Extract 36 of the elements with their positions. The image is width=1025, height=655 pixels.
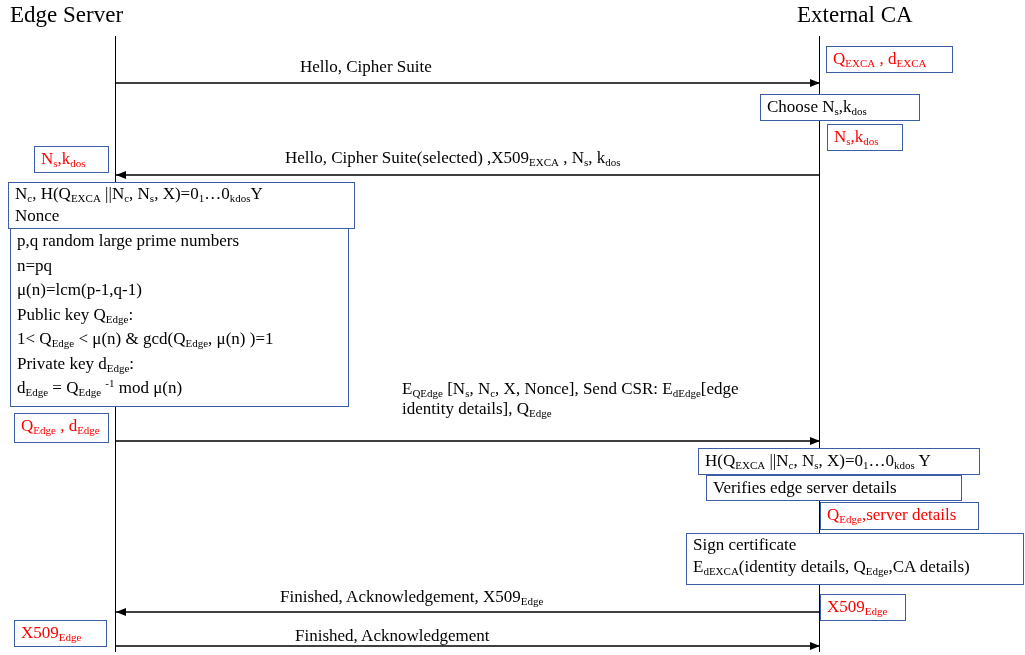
note-text: d$_{Edge}$ = Q$_{Edge}$ $^{-1}$ mod μ(n) [17,376,184,400]
message-arrow [115,78,821,88]
message-arrow [115,641,821,651]
message-label: Finished, Acknowledgement [295,626,490,646]
key-box: N$_{s}$,k$_{dos}$ [34,146,109,173]
key-box: X509$_{Edge}$ [14,620,107,647]
note-box: H(Q$_{EXCA}$ ||N$_{c}$, N$_{s}$, X)=0$_{1}$…0$_{k}$$_{dos}$ Y [698,448,980,475]
message-label: Finished, Acknowledgement, X509$_{Edge}$ [280,587,544,607]
message-label: E$_{Q}$$_{Edge}$ [N$_{s}$, N$_{c}$, X, Nonce], Send CSR: E$_{d}$$_{Edge}$[edge identity details], Q$_{Edge}$ [402,379,740,419]
key-box: Q$_{Edge}$,server details [820,502,979,530]
message-arrow [115,170,821,180]
message-arrow [115,436,821,446]
note-box [686,533,1024,585]
note-text: Nonce [15,205,61,227]
note-text: 1< Q$_{Edge}$ < μ(n) & gcd(Q$_{Edge}$, μ(n) )=1 [17,328,275,351]
participant-heading: Edge Server [10,2,124,28]
message-arrow [115,607,821,617]
key-box: X509$_{Edge}$ [820,594,906,621]
note-text: n=pq [17,254,54,277]
key-box: Q$_{EXCA}$ , d$_{EXCA}$ [826,46,953,73]
message-label: Hello, Cipher Suite [300,57,432,77]
note-text: Public key Q$_{Edge}$: [17,303,135,327]
note-text: μ(n)=lcm(p-1,q-1) [17,279,143,301]
note-text: N$_{c}$, H(Q$_{EXCA}$ ||N$_{c}$, N$_{s}$, X)=0$_{1}$…0$_{k}$$_{dos}$Y [15,183,264,205]
note-text: p,q random large prime numbers [17,230,241,252]
note-text: E$_{d}$$_{EXCA}$(identity details, Q$_{Edge}$,CA details) [693,556,971,578]
note-box: Verifies edge server details [706,475,962,501]
note-box: Choose N$_{s}$,k$_{dos}$ [760,94,920,121]
note-box [10,228,349,407]
note-text: Sign certificate [693,534,798,556]
participant-heading: External CA [797,2,913,28]
key-box: Q$_{Edge}$ , d$_{Edge}$ [14,413,109,443]
note-text: Private key d$_{Edge}$: [17,352,136,376]
note-box [8,182,355,229]
message-label: Hello, Cipher Suite(selected) ,X509$_{EXCA}$ , N$_{s}$, k$_{dos}$ [285,148,621,168]
key-box: N$_{s}$,k$_{dos}$ [827,124,903,151]
